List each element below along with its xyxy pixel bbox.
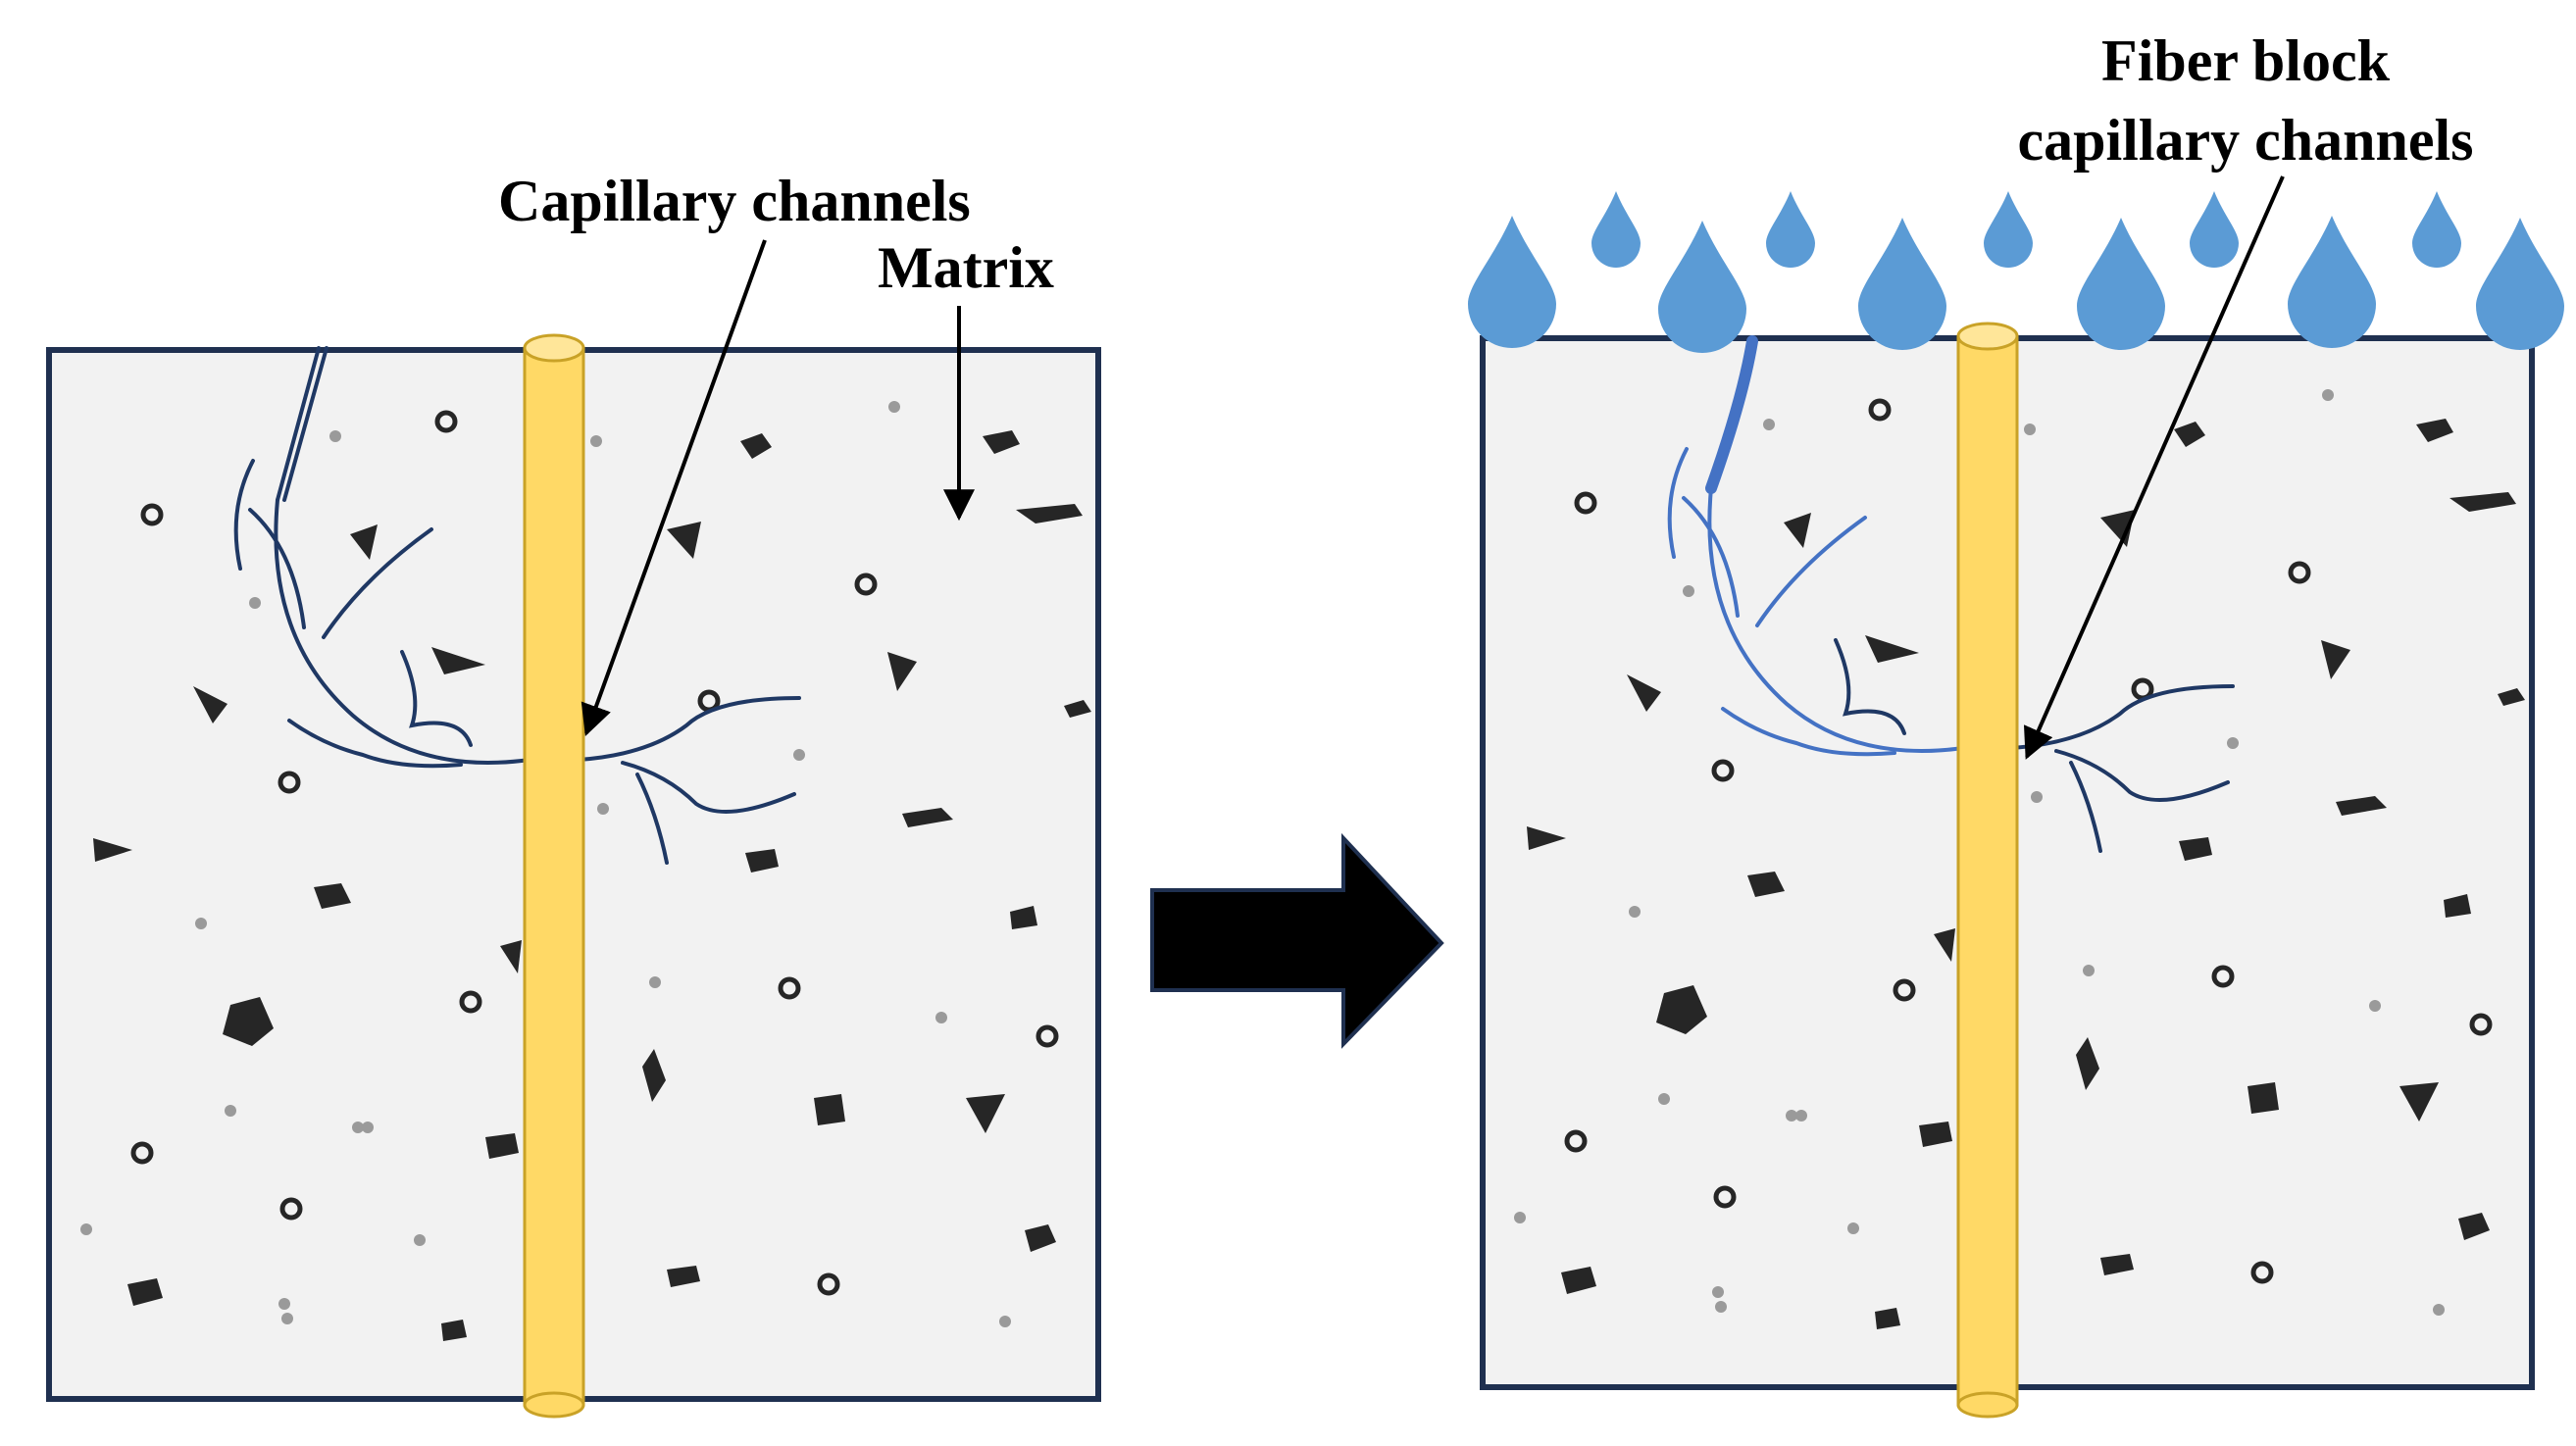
water-drop-icon bbox=[1468, 216, 1556, 348]
label-matrix: Matrix bbox=[878, 235, 1054, 300]
water-drop-icon bbox=[1658, 221, 1746, 353]
label-capillary-channels: Capillary channels bbox=[498, 169, 971, 233]
water-drop-icon bbox=[2476, 218, 2564, 350]
transition-arrow bbox=[1150, 832, 1444, 1049]
water-drop-icon bbox=[2412, 191, 2461, 268]
water-drop-icon bbox=[1591, 191, 1641, 268]
water-drop-icon bbox=[1766, 191, 1815, 268]
water-drop-icon bbox=[1984, 191, 2033, 268]
water-drop-icon bbox=[2190, 191, 2239, 268]
label-fiber-capillary-channels: capillary channels bbox=[2017, 108, 2473, 173]
water-droplets bbox=[1468, 191, 2564, 353]
right-matrix-block bbox=[1480, 322, 2535, 1419]
left-capillary-network bbox=[233, 346, 801, 865]
pointer-fiber-block bbox=[2023, 175, 2285, 760]
water-drop-icon bbox=[1858, 218, 1946, 350]
water-drop-icon bbox=[2288, 216, 2376, 348]
label-fiber-block: Fiber block bbox=[2101, 28, 2391, 93]
water-drop-icon bbox=[2077, 218, 2165, 350]
right-fiber bbox=[1956, 322, 2019, 1419]
right-capillary-network-blocked bbox=[1834, 638, 2235, 853]
pointer-capillary-channels bbox=[581, 239, 767, 737]
right-capillary-network-wet bbox=[1667, 335, 1965, 757]
left-matrix-block bbox=[46, 333, 1101, 1419]
left-fiber bbox=[523, 333, 585, 1419]
